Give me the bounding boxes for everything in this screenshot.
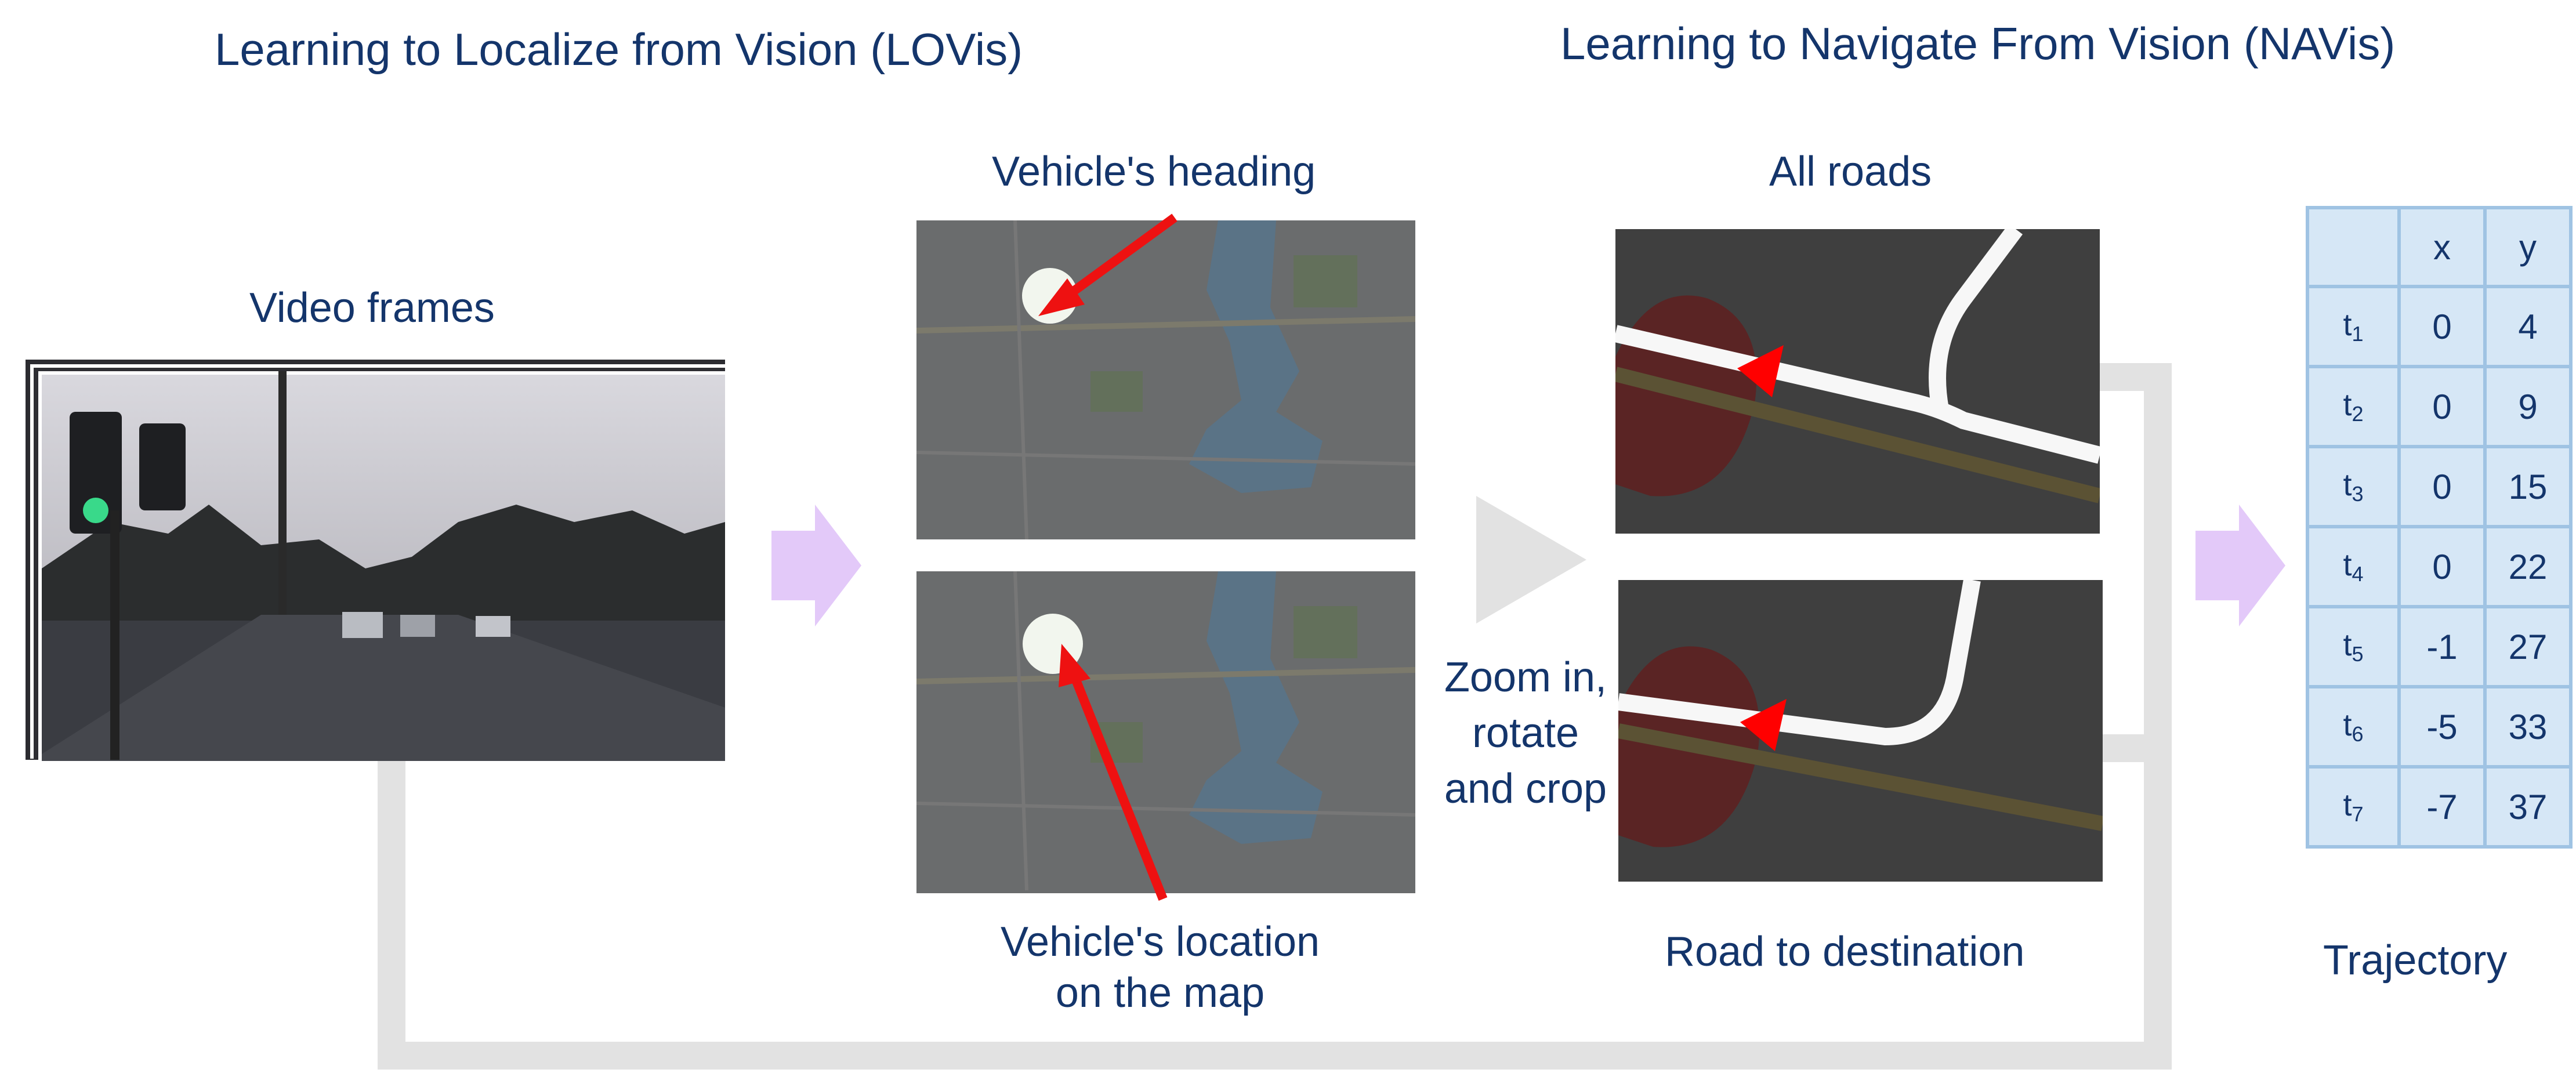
time-subscript: 2 xyxy=(2352,402,2364,426)
flow-arrow-1 xyxy=(771,505,861,626)
x-cell: 0 xyxy=(2397,445,2487,528)
x-cell: 0 xyxy=(2397,365,2487,448)
time-cell: t5 xyxy=(2306,605,2401,688)
y-cell: 9 xyxy=(2483,365,2573,448)
feedback-loop-line xyxy=(378,363,2172,1070)
video-frames-label: Video frames xyxy=(249,285,495,331)
table-row: t6 -5 33 xyxy=(2306,685,2573,769)
y-cell: 15 xyxy=(2483,445,2573,528)
location-label-line2: on the map xyxy=(1055,970,1265,1016)
time-cell: t4 xyxy=(2306,525,2401,608)
zoom-label-line1: Zoom in, xyxy=(1444,654,1607,701)
table-row: t3 0 15 xyxy=(2306,445,2573,528)
time-cell: t7 xyxy=(2306,765,2401,849)
heading-pointer-arrow xyxy=(1038,213,1178,316)
location-pointer-arrow xyxy=(1059,644,1168,901)
y-cell: 27 xyxy=(2483,605,2573,688)
road-to-destination-image xyxy=(1618,580,2103,882)
video-frames-image xyxy=(26,360,725,761)
street-scene xyxy=(42,371,725,761)
flow-arrow-2 xyxy=(2195,505,2285,626)
all-roads-label: All roads xyxy=(1769,148,1932,195)
y-cell: 33 xyxy=(2483,685,2573,769)
map-heading-image xyxy=(916,220,1415,539)
table-row: t5 -1 27 xyxy=(2306,605,2573,688)
y-cell: 4 xyxy=(2483,285,2573,368)
location-label-line1: Vehicle's location xyxy=(1000,919,1320,965)
time-cell: t3 xyxy=(2306,445,2401,528)
time-label: t xyxy=(2343,708,2352,742)
trajectory-table: x y t1 0 4 t2 0 9 t3 0 15 t4 0 22 t5 -1 … xyxy=(2306,206,2573,849)
heading-label: Vehicle's heading xyxy=(992,148,1316,195)
table-row: t7 -7 37 xyxy=(2306,765,2573,849)
all-roads-image xyxy=(1615,229,2100,534)
lovis-title: Learning to Localize from Vision (LOVis) xyxy=(215,24,1023,75)
time-label: t xyxy=(2343,788,2352,822)
header-cell-x: x xyxy=(2397,206,2487,288)
time-label: t xyxy=(2343,548,2352,582)
time-subscript: 5 xyxy=(2352,642,2364,666)
location-label: Vehicle's location on the map xyxy=(951,916,1369,1018)
trajectory-table-container: x y t1 0 4 t2 0 9 t3 0 15 t4 0 22 t5 -1 … xyxy=(2306,206,2573,849)
header-cell-corner xyxy=(2306,206,2401,288)
table-row: t4 0 22 xyxy=(2306,525,2573,608)
time-label: t xyxy=(2343,628,2352,662)
x-cell: -7 xyxy=(2397,765,2487,849)
x-cell: -5 xyxy=(2397,685,2487,769)
navis-title: Learning to Navigate From Vision (NAVis) xyxy=(1560,18,2396,69)
x-cell: -1 xyxy=(2397,605,2487,688)
zoom-label-line3: and crop xyxy=(1444,766,1607,812)
zoom-label-line2: rotate xyxy=(1472,710,1579,756)
table-row: t1 0 4 xyxy=(2306,285,2573,368)
time-subscript: 3 xyxy=(2352,482,2364,506)
time-label: t xyxy=(2343,387,2352,422)
time-subscript: 4 xyxy=(2352,562,2364,586)
time-label: t xyxy=(2343,467,2352,502)
gray-arrow xyxy=(1476,496,1586,624)
map-location-image xyxy=(916,571,1415,893)
table-row: t2 0 9 xyxy=(2306,365,2573,448)
trajectory-label: Trajectory xyxy=(2323,937,2508,984)
y-cell: 37 xyxy=(2483,765,2573,849)
x-cell: 0 xyxy=(2397,285,2487,368)
time-cell: t6 xyxy=(2306,685,2401,769)
time-label: t xyxy=(2343,307,2352,342)
time-subscript: 6 xyxy=(2352,722,2364,746)
zoom-label: Zoom in, rotate and crop xyxy=(1410,650,1642,817)
road-to-destination-label: Road to destination xyxy=(1665,929,2025,975)
y-cell: 22 xyxy=(2483,525,2573,608)
header-cell-y: y xyxy=(2483,206,2573,288)
time-cell: t1 xyxy=(2306,285,2401,368)
x-cell: 0 xyxy=(2397,525,2487,608)
time-cell: t2 xyxy=(2306,365,2401,448)
table-header-row: x y xyxy=(2306,206,2573,288)
time-subscript: 7 xyxy=(2352,802,2364,826)
time-subscript: 1 xyxy=(2352,322,2364,346)
